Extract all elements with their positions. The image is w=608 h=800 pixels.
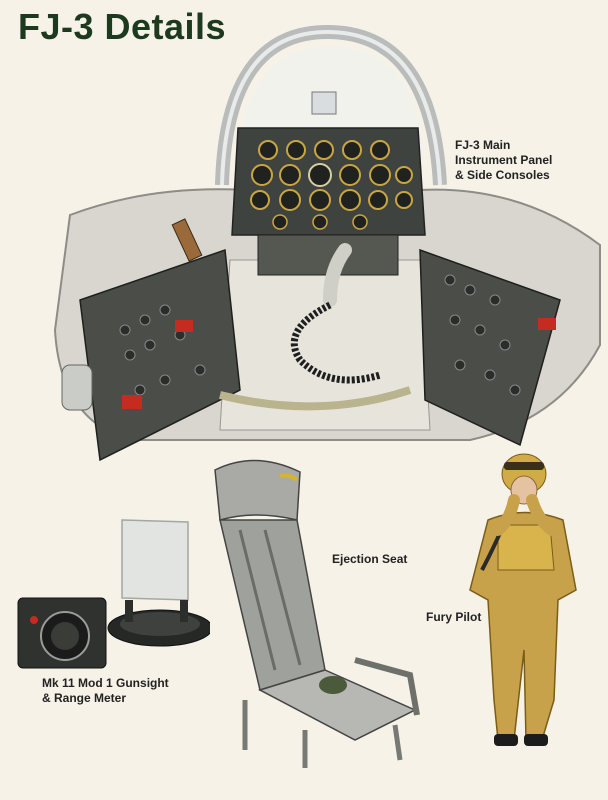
seat-base-frame [242,700,403,768]
caption-panel-line-1: FJ-3 Main [455,138,511,152]
left-red-box [122,395,142,409]
caption-gunsight: Mk 11 Mod 1 Gunsight & Range Meter [42,676,169,706]
right-side-console [419,248,561,447]
pilot-illustration [469,453,577,746]
pilot-boot-left [494,734,518,746]
seat-cushion [319,676,347,694]
caption-instrument-panel: FJ-3 Main Instrument Panel & Side Consol… [455,138,552,183]
caption-pilot: Fury Pilot [426,610,482,624]
gunsight-illustration [17,519,210,669]
pilot-boot-right [524,734,548,746]
caption-gunsight-line-2: & Range Meter [42,691,127,705]
top-gunsight [311,91,337,115]
left-side-console [79,248,241,462]
caption-ejection-seat: Ejection Seat [332,552,408,566]
cockpit-illustration [53,24,601,462]
ejection-seat-illustration [214,459,420,768]
range-meter-warning-light [30,616,38,624]
caption-gunsight-line-1: Mk 11 Mod 1 Gunsight [42,676,169,690]
right-console-controls [444,274,521,396]
instrument-gauges [250,140,413,230]
right-red-switch [538,318,556,330]
caption-panel-line-3: & Side Consoles [455,168,550,182]
oxygen-canister [61,364,93,411]
page-title: FJ-3 Details [18,6,227,47]
harness-strap [219,386,412,411]
left-console-controls [119,304,206,396]
left-red-switch [175,320,193,332]
control-stick [323,243,352,307]
caption-panel-line-2: Instrument Panel [455,153,553,167]
seat-headrest [214,459,301,521]
throttle-lever [171,218,203,262]
oxygen-hose [290,301,382,384]
seat-armrest [354,657,420,716]
pilot-life-vest [497,524,555,571]
reflector-glass [121,519,189,601]
